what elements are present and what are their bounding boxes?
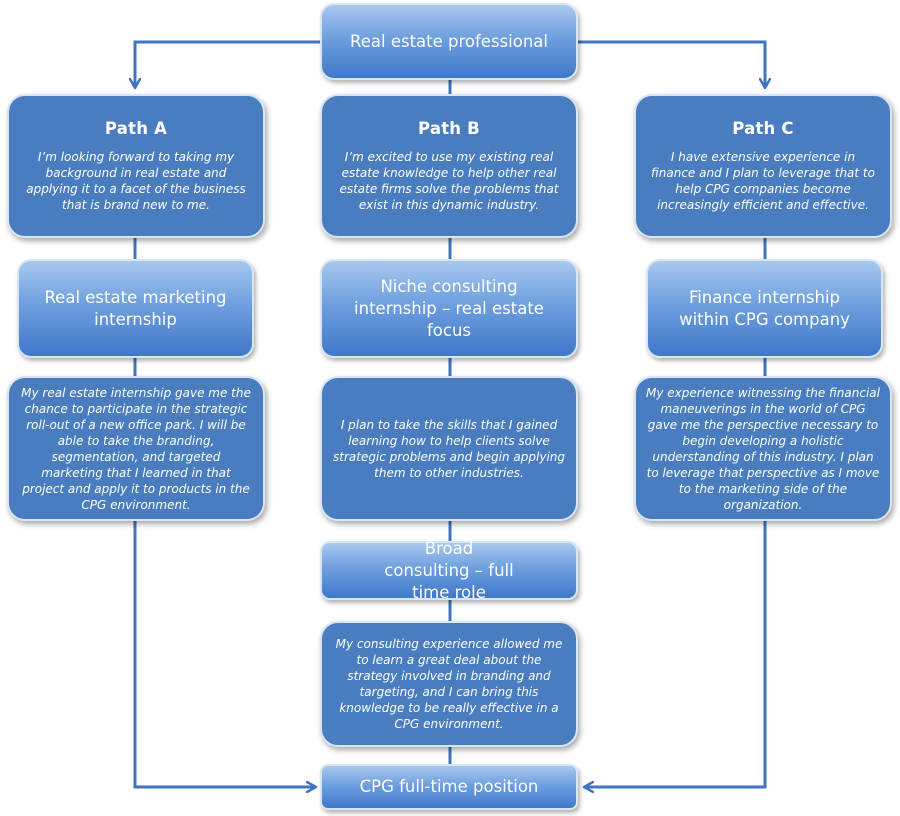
goal-label: CPG full-time position — [359, 777, 539, 796]
path-c-description: I have extensive experience in finance a… — [651, 150, 875, 212]
root-label: Real estate professional — [350, 31, 548, 51]
path-b-box: Path B I’m excited to use my existing re… — [320, 94, 578, 238]
path-c-reflection-box: My experience witnessing the financial m… — [634, 376, 892, 521]
path-a-description: I’m looking forward to taking my backgro… — [26, 150, 246, 212]
path-c-box: Path C I have extensive experience in fi… — [634, 94, 892, 238]
arrow-path-a-to-goal — [133, 519, 316, 787]
path-b-description: I’m excited to use my existing real esta… — [339, 150, 559, 212]
path-c-reflection-text: My experience witnessing the financial m… — [646, 385, 880, 512]
goal-box-cpg-full-time-position: CPG full-time position — [320, 764, 578, 810]
path-b-role-box: Broad consulting – full time role — [320, 539, 578, 602]
path-a-box: Path A I’m looking forward to taking my … — [7, 94, 265, 238]
path-b-reflection-text: I plan to take the skills that I gained … — [332, 417, 566, 480]
arrow-to-path-c — [578, 40, 765, 88]
path-b-title: Path B — [418, 119, 480, 138]
path-b-internship-label: Niche consulting internship – real estat… — [354, 276, 544, 340]
path-a-title: Path A — [104, 119, 168, 138]
path-a-internship-label: Real estate marketing internship — [44, 287, 227, 329]
path-a-reflection-box: My real estate internship gave me the ch… — [7, 376, 265, 521]
root-box-real-estate-professional: Real estate professional — [320, 3, 578, 80]
arrow-to-path-a — [135, 40, 322, 88]
arrow-path-c-to-goal — [584, 519, 767, 787]
path-a-reflection-text: My real estate internship gave me the ch… — [21, 385, 251, 512]
path-c-internship-box: Finance internship within CPG company — [646, 259, 883, 358]
path-b-reflection-box: I plan to take the skills that I gained … — [320, 376, 578, 521]
path-b-role-reflection-box: My consulting experience allowed me to l… — [320, 621, 578, 747]
path-b-internship-box: Niche consulting internship – real estat… — [320, 259, 578, 358]
path-c-internship-label: Finance internship within CPG company — [679, 287, 850, 329]
path-b-role-label: Broad consulting – full time role — [384, 538, 514, 602]
path-c-title: Path C — [732, 119, 794, 138]
path-b-role-reflection-text: My consulting experience allowed me to l… — [335, 637, 563, 731]
path-a-internship-box: Real estate marketing internship — [17, 259, 254, 358]
